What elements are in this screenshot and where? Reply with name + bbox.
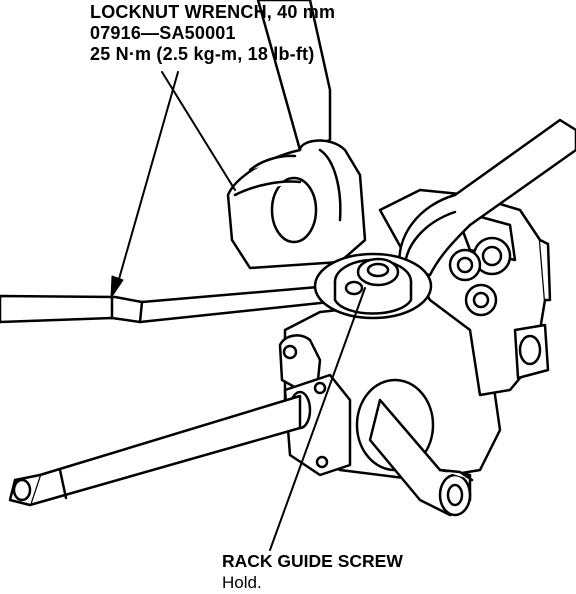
rack-tube	[355, 378, 474, 517]
pinion-shaft	[8, 373, 352, 507]
tool-name-label: LOCKNUT WRENCH, 40 mm	[90, 2, 336, 22]
rack-guide-screw-callout: RACK GUIDE SCREW Hold.	[222, 550, 403, 594]
rack-guide-assembly	[313, 252, 433, 320]
locknut-wrench-callout: LOCKNUT WRENCH, 40 mm 07916—SA50001 25 N…	[90, 2, 335, 65]
torque-spec-label: 25 N·m (2.5 kg-m, 18 lb-ft)	[90, 44, 315, 64]
leader-arrowhead	[110, 275, 124, 299]
part-name-label: RACK GUIDE SCREW	[222, 551, 403, 571]
instruction-label: Hold.	[222, 573, 262, 592]
leader-lines	[116, 71, 366, 551]
steering-boot	[226, 0, 367, 270]
wrench-handle	[0, 284, 332, 324]
part-number-label: 07916—SA50001	[90, 23, 236, 43]
